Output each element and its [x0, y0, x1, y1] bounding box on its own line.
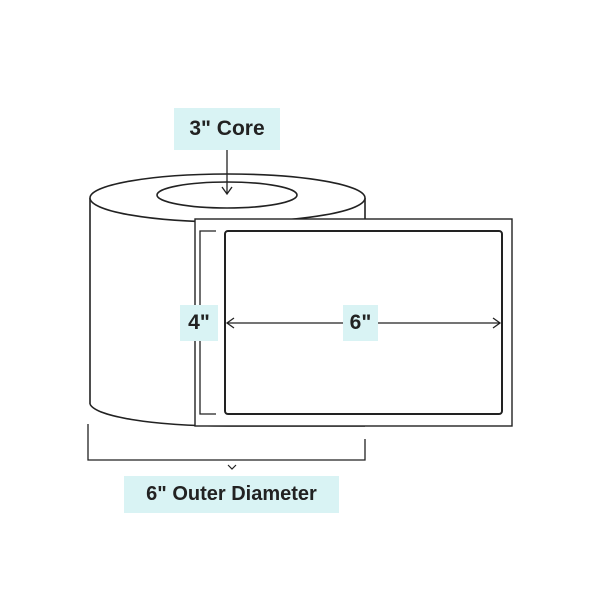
core-size-label: 3" Core: [174, 108, 280, 150]
outer-diameter-label: 6" Outer Diameter: [124, 476, 339, 513]
diameter-chevron: [227, 464, 237, 470]
diameter-bracket: [87, 424, 366, 461]
core-arrow-head: [221, 186, 233, 196]
width-arrow-left-head: [225, 317, 235, 329]
width-arrow-right-head: [492, 317, 502, 329]
label-width-label: 6": [343, 305, 378, 341]
label-sheet-inner: [224, 230, 503, 415]
label-height-label: 4": [180, 305, 218, 341]
